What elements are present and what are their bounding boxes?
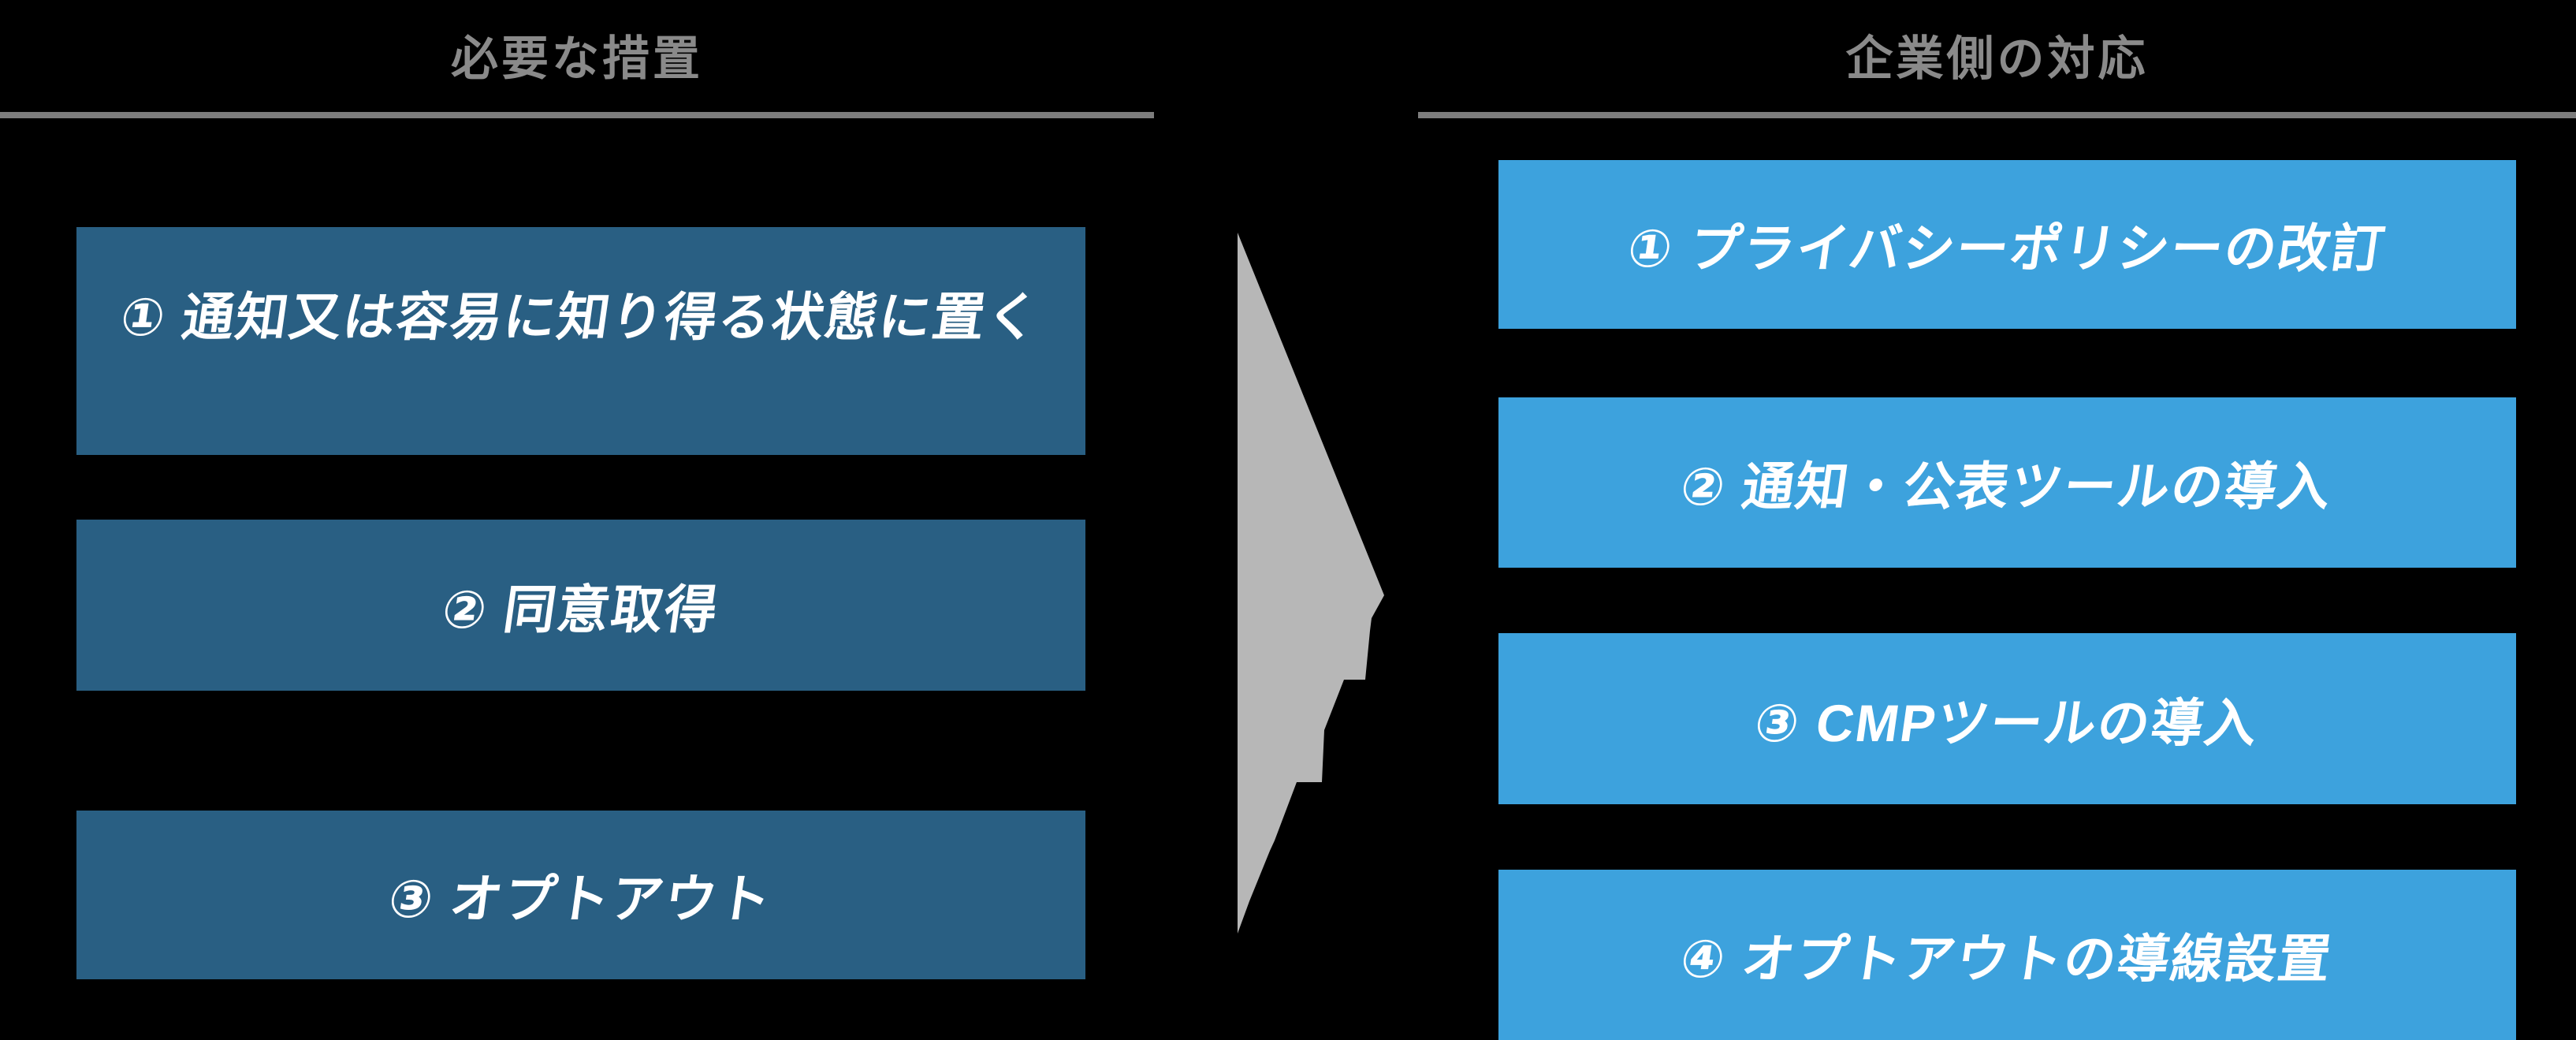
measure-box-1-label: ① 通知又は容易に知り得る状態に置く xyxy=(116,287,1044,346)
response-box-4-label: ④ オプトアウトの導線設置 xyxy=(1677,930,2337,988)
measure-box-1: ① 通知又は容易に知り得る状態に置く xyxy=(76,227,1085,455)
response-box-4: ④ オプトアウトの導線設置 xyxy=(1498,870,2516,1040)
response-box-3: ③ CMPツールの導入 xyxy=(1498,633,2516,804)
response-box-2: ② 通知・公表ツールの導入 xyxy=(1498,397,2516,568)
measure-box-2-label: ② 同意取得 xyxy=(437,580,723,639)
response-box-2-label: ② 通知・公表ツールの導入 xyxy=(1677,457,2337,516)
response-box-3-label: ③ CMPツールの導入 xyxy=(1751,693,2263,752)
right-header-underline xyxy=(1418,112,2576,118)
response-box-1: ① プライバシーポリシーの改訂 xyxy=(1498,160,2516,329)
measure-box-3: ③ オプトアウト xyxy=(76,811,1085,979)
measure-box-2: ② 同意取得 xyxy=(76,520,1085,691)
left-section-title: 必要な措置 xyxy=(451,32,703,85)
right-section-title: 企業側の対応 xyxy=(1845,32,2149,85)
response-box-1-label: ① プライバシーポリシーの改訂 xyxy=(1624,219,2390,278)
left-header-underline xyxy=(0,112,1154,118)
measure-box-3-label: ③ オプトアウト xyxy=(384,870,776,928)
